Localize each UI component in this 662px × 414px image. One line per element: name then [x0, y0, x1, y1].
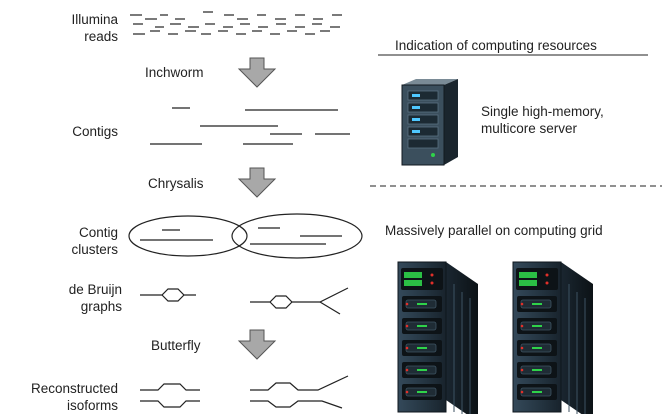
chrysalis-arrow	[237, 167, 277, 198]
reconstructed-isoforms-label: Reconstructed isoforms	[30, 381, 118, 413]
contig-clusters-label: Contig clusters	[71, 225, 118, 257]
contigs-label: Contigs	[72, 124, 118, 139]
de-bruijn-graphs	[140, 287, 349, 315]
reconstructed-isoforms	[140, 375, 349, 409]
grid-label: Massively parallel on computing grid	[385, 223, 603, 238]
illumina-reads-label: Illumina reads	[71, 12, 118, 44]
contigs	[150, 107, 350, 145]
butterfly-arrow	[237, 329, 277, 360]
inchworm-label: Inchworm	[145, 65, 204, 80]
contig-clusters	[128, 213, 363, 259]
inchworm-arrow	[237, 57, 277, 88]
computing-resources-header: Indication of computing resources	[395, 38, 597, 53]
illumina-reads	[130, 11, 342, 35]
butterfly-label: Butterfly	[151, 338, 201, 353]
server-rack-icon-2	[513, 262, 593, 414]
chrysalis-label: Chrysalis	[148, 176, 204, 191]
single-server-icon	[401, 79, 458, 166]
de-bruijn-graphs-label: de Bruijn graphs	[68, 282, 122, 314]
single-server-label: Single high-memory, multicore server	[481, 104, 604, 136]
server-rack-icon-1	[398, 262, 478, 414]
